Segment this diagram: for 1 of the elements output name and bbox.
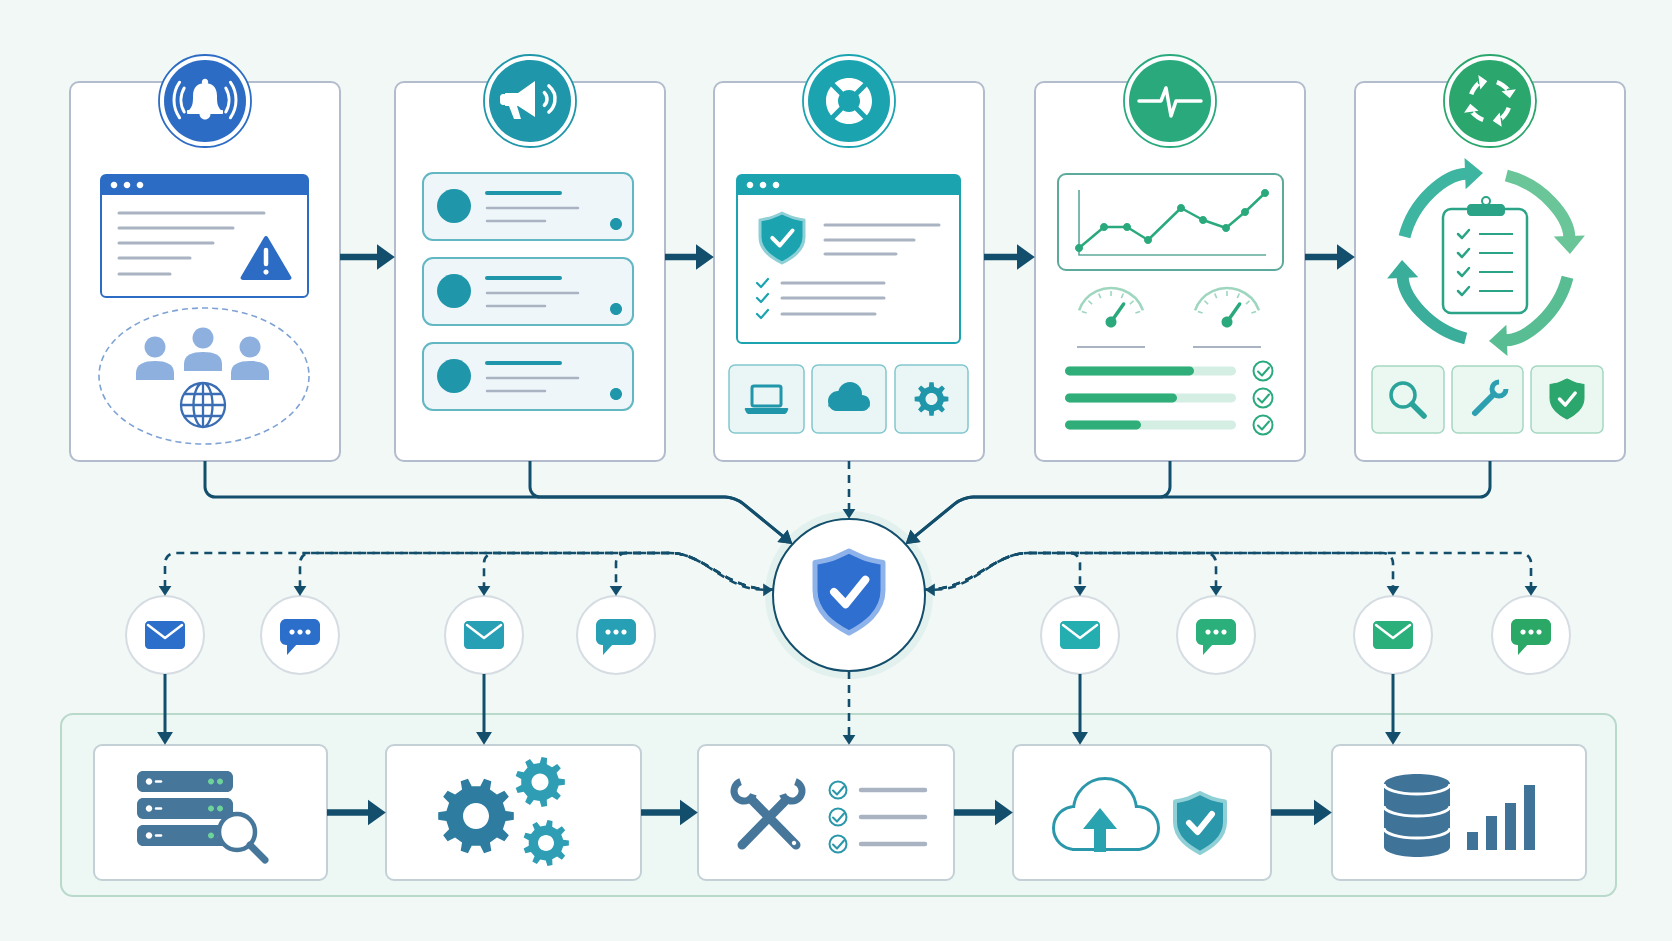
- process-box: [697, 744, 955, 881]
